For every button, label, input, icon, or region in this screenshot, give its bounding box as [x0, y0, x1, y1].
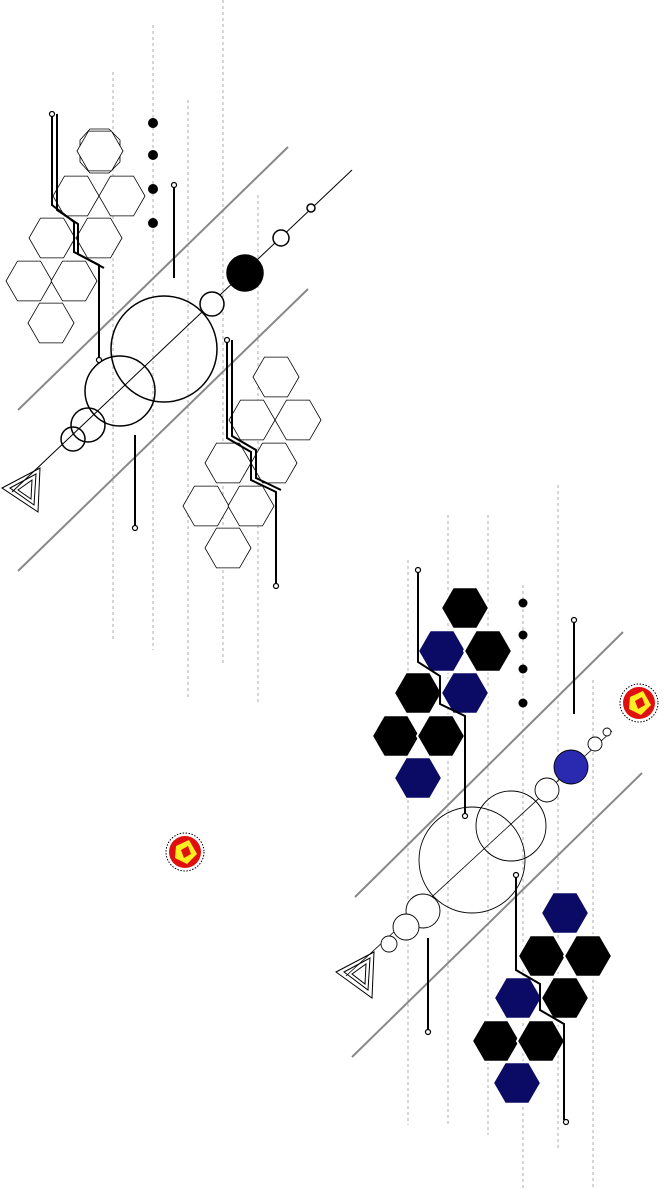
- hexagon-icon: [28, 217, 76, 259]
- pin-line-bottom-a: [570, 616, 578, 714]
- diagonal-guides-bottom: [351, 631, 643, 1058]
- hexagon-icon: [204, 527, 252, 569]
- circle-icon: [70, 407, 106, 443]
- hexagon-icon: [439, 586, 491, 630]
- axis-line-top: [11, 169, 353, 493]
- bottom-cluster: [335, 485, 659, 1190]
- hex-grid-top-right-cells: [182, 356, 322, 569]
- hex-grid-bottom-left-cells: [370, 586, 514, 800]
- circles-bottom: [380, 727, 612, 953]
- pin-head: [461, 812, 469, 820]
- hexagon-icon: [539, 976, 591, 1020]
- hexagon-icon: [491, 1061, 543, 1105]
- hexagon-icon: [75, 217, 123, 259]
- top-cluster: [1, 0, 353, 705]
- hexagon-icon: [562, 934, 614, 978]
- triangle-icon: [335, 951, 375, 999]
- dots-bottom: [518, 598, 528, 708]
- circle-icon: [110, 295, 218, 403]
- pin-head: [272, 582, 280, 590]
- circle-icon: [587, 736, 603, 752]
- pin-line-bottom-b: [424, 938, 432, 1036]
- badge-icon: [165, 832, 205, 872]
- pin-head: [95, 356, 103, 364]
- dots-top: [148, 118, 158, 228]
- hexagon-icon: [27, 302, 75, 344]
- diagonal-guides-top: [17, 146, 309, 572]
- circle-icon: [392, 913, 420, 941]
- hexagon-icon: [274, 399, 322, 441]
- circuit-top-right: [226, 340, 282, 586]
- badge-icon: [619, 683, 659, 723]
- hexagon-icon: [5, 260, 53, 302]
- circle-icon: [602, 727, 612, 737]
- circle-icon: [534, 777, 560, 803]
- hexagon-icon: [515, 1019, 567, 1063]
- hexagon-icon: [98, 175, 146, 217]
- hexagon-icon: [76, 130, 124, 172]
- hexagon-icon: [392, 671, 444, 715]
- circle-icon: [272, 229, 290, 247]
- hexagon-icon: [228, 399, 276, 441]
- hexagon-icon: [227, 485, 275, 527]
- triangle-icon: [1, 467, 41, 513]
- circle-icon: [84, 355, 156, 427]
- hexagon-icon: [492, 976, 544, 1020]
- pin-line-top-b: [131, 435, 139, 532]
- circle-icon: [199, 291, 225, 317]
- hexagon-icon: [204, 442, 252, 484]
- pin-head: [414, 566, 422, 574]
- hexagon-icon: [462, 629, 514, 673]
- hexagon-icon: [370, 714, 422, 758]
- hex-grid-top-left-cells: [5, 130, 146, 344]
- circles-top: [60, 203, 316, 452]
- dashed-guides-top: [112, 0, 259, 705]
- circle-icon: [418, 806, 526, 914]
- circle-icon: [380, 935, 398, 953]
- hex-grid-bottom-right-cells: [470, 891, 614, 1105]
- hexagon-icon: [392, 756, 444, 800]
- circle-icon: [306, 203, 316, 213]
- pin-head: [48, 110, 56, 118]
- hexagon-icon: [50, 260, 98, 302]
- circle-icon: [553, 749, 589, 785]
- pin-line-top-a: [170, 181, 178, 278]
- circle-icon: [475, 790, 547, 862]
- hexagon-icon: [516, 934, 568, 978]
- pin-head: [223, 336, 231, 344]
- pin-head: [512, 871, 520, 879]
- circle-icon: [226, 254, 264, 292]
- circuit-bottom-left: [417, 570, 466, 816]
- hexagon-icon: [470, 1019, 522, 1063]
- pin-head: [562, 1118, 570, 1126]
- hexagon-icon: [539, 891, 591, 935]
- circuit-top-left: [51, 114, 105, 360]
- hexagon-icon: [252, 356, 300, 398]
- circuit-bottom-right: [515, 875, 565, 1120]
- hexagon-icon: [182, 485, 230, 527]
- circle-icon: [60, 426, 86, 452]
- hexagon-icon: [415, 714, 467, 758]
